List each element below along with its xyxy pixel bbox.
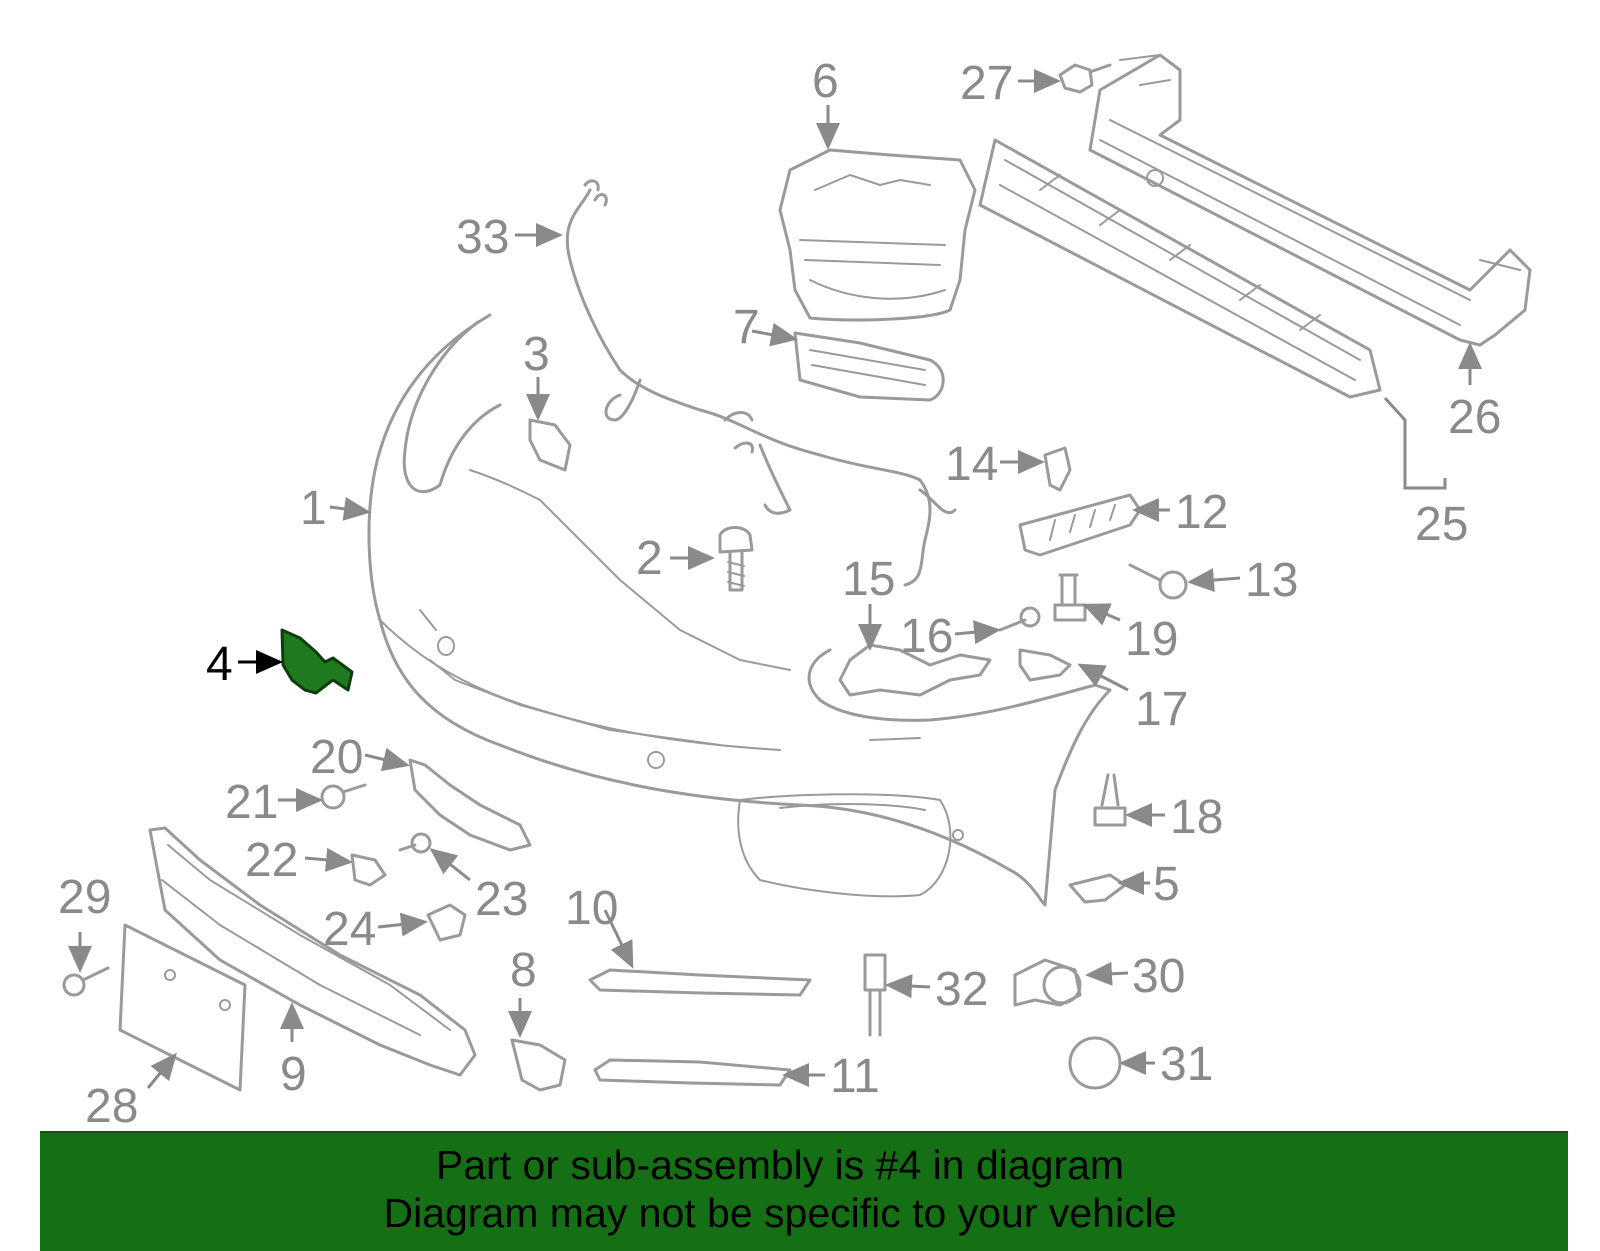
callout-20[interactable]: 20 <box>310 731 363 784</box>
part-23-screw <box>398 832 432 854</box>
callout-5[interactable]: 5 <box>1153 858 1180 911</box>
part-27-bolt <box>1058 63 1112 94</box>
part-11-trim-strip <box>593 1058 792 1087</box>
callout-labels: 1 2 3 4 5 6 7 8 9 10 11 12 13 14 15 16 1… <box>58 55 1501 1133</box>
callout-24[interactable]: 24 <box>323 903 376 956</box>
callout-13[interactable]: 13 <box>1245 554 1298 607</box>
callout-1[interactable]: 1 <box>300 482 327 535</box>
part-10-trim-strip <box>588 968 812 997</box>
callout-22[interactable]: 22 <box>245 834 298 887</box>
callout-28[interactable]: 28 <box>85 1080 138 1133</box>
callout-18[interactable]: 18 <box>1170 791 1223 844</box>
callout-26[interactable]: 26 <box>1448 391 1501 444</box>
callout-21[interactable]: 21 <box>225 776 278 829</box>
part-12-guide-bracket <box>1018 493 1142 557</box>
part-14-clip <box>1043 446 1072 492</box>
part-3-bracket <box>528 418 572 472</box>
part-15-mounting-bracket <box>838 643 992 697</box>
callout-16[interactable]: 16 <box>900 610 953 663</box>
part-33-wiring-harness <box>565 179 957 587</box>
part-28-license-plate-bracket <box>118 923 247 1092</box>
part-2-screw <box>718 526 754 592</box>
callout-3[interactable]: 3 <box>523 328 550 381</box>
part-22-clip <box>350 853 387 887</box>
part-29-screw <box>62 966 110 997</box>
part-9-lower-grille <box>148 826 477 1077</box>
callout-8[interactable]: 8 <box>510 944 537 997</box>
callout-25[interactable]: 25 <box>1415 498 1468 551</box>
part-31-sensor-cap <box>1068 1036 1122 1090</box>
banner-line-part: Part or sub-assembly is #4 in diagram <box>435 1142 1125 1188</box>
part-32-sensor <box>863 953 887 1037</box>
part-5-trim <box>1068 873 1127 904</box>
part-4-highlighted[interactable] <box>280 628 354 695</box>
callout-2[interactable]: 2 <box>636 532 663 585</box>
part-24-bracket <box>426 903 467 942</box>
callout-6[interactable]: 6 <box>812 55 839 108</box>
part-26-reinforcement-bar <box>1088 53 1532 347</box>
callout-14[interactable]: 14 <box>945 438 998 491</box>
callout-9[interactable]: 9 <box>280 1048 307 1101</box>
callout-27[interactable]: 27 <box>960 57 1013 110</box>
part-30-parking-sensor <box>1013 958 1082 1007</box>
callout-23[interactable]: 23 <box>475 873 528 926</box>
leader-lines <box>68 69 1482 1089</box>
part-16-screw <box>998 606 1041 632</box>
callout-7[interactable]: 7 <box>733 301 760 354</box>
callout-11[interactable]: 11 <box>830 1050 880 1103</box>
part-25-energy-absorber <box>978 138 1382 399</box>
part-6-fog-light-housing <box>778 148 977 322</box>
callout-10[interactable]: 10 <box>565 882 618 935</box>
callout-15[interactable]: 15 <box>842 553 895 606</box>
part-19-stud <box>1053 573 1087 622</box>
part-21-screw <box>320 783 367 810</box>
part-13-screw <box>1128 563 1188 600</box>
banner-line-disclaimer: Diagram may not be specific to your vehi… <box>383 1190 1177 1236</box>
callout-29[interactable]: 29 <box>58 871 111 924</box>
part-1-bumper-cover <box>367 313 1112 907</box>
info-banner: Part or sub-assembly is #4 in diagram Di… <box>40 1131 1568 1251</box>
callout-4[interactable]: 4 <box>206 638 233 691</box>
callout-17[interactable]: 17 <box>1135 683 1188 736</box>
part-20-air-duct <box>408 758 532 852</box>
callout-19[interactable]: 19 <box>1125 613 1178 666</box>
callout-30[interactable]: 30 <box>1132 950 1185 1003</box>
callout-32[interactable]: 32 <box>935 963 988 1016</box>
part-17-clip <box>1018 648 1072 682</box>
callout-31[interactable]: 31 <box>1160 1038 1213 1091</box>
part-8-bracket <box>510 1038 567 1092</box>
callout-33[interactable]: 33 <box>456 211 509 264</box>
callout-12[interactable]: 12 <box>1175 486 1228 539</box>
part-7-grille-insert <box>793 331 945 402</box>
part-18-stud <box>1093 773 1127 827</box>
